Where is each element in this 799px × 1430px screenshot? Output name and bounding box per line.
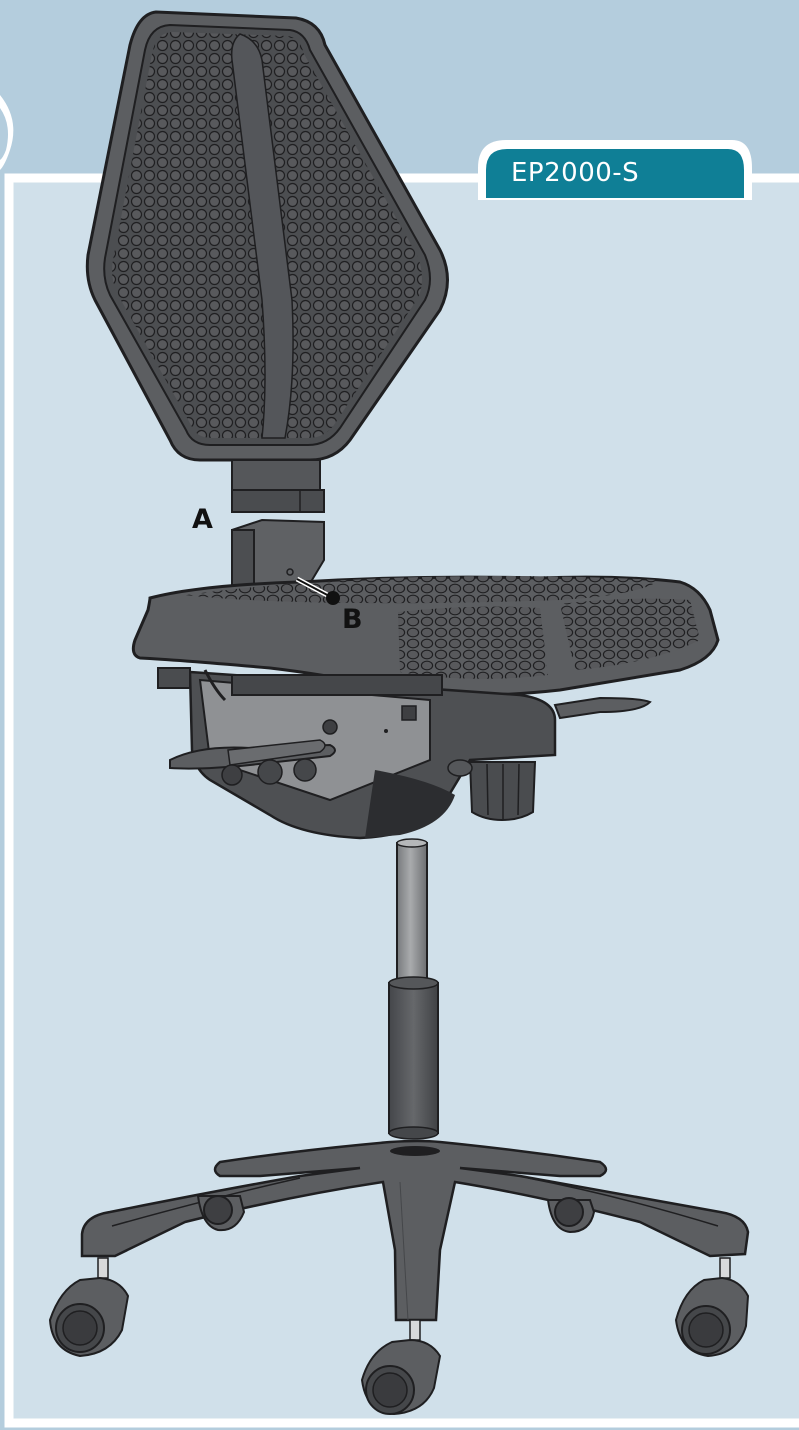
caster-front-right	[674, 1257, 750, 1358]
seat	[131, 575, 720, 697]
height-knob	[447, 759, 537, 822]
caster-back-left	[196, 1195, 246, 1232]
cylinder-socket	[390, 1146, 440, 1156]
caster-front-center	[360, 1319, 442, 1416]
backrest-stem	[231, 459, 325, 513]
adjustment-levers	[169, 669, 652, 786]
callout-label-b: B	[342, 604, 363, 635]
gas-cylinder	[388, 838, 439, 1140]
caster-back-right	[546, 1197, 596, 1234]
seat-screw-hole-dot	[286, 568, 294, 576]
backrest	[85, 10, 449, 462]
callout-b-leader	[295, 576, 340, 605]
model-tag-text: EP2000-S	[511, 158, 640, 188]
caster-front-left	[48, 1257, 130, 1358]
callout-label-a: A	[192, 504, 213, 535]
casters	[48, 1195, 750, 1416]
